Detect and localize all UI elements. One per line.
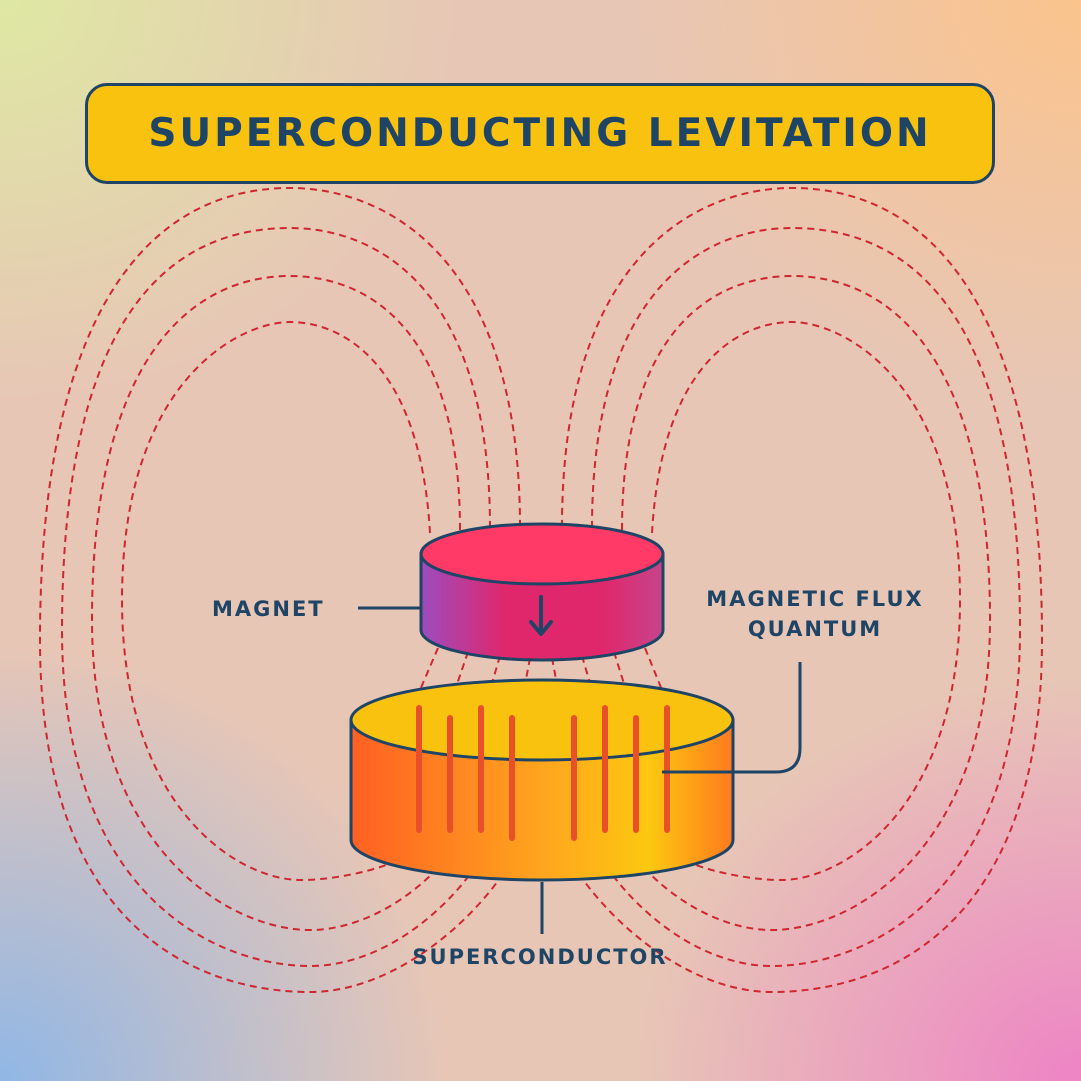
field-line-right-4 [551, 186, 1044, 994]
field-line-gap-8 [644, 647, 663, 691]
field-line-right-3 [581, 226, 1022, 968]
field-line-gap-2 [454, 651, 469, 691]
field-line-right-1 [631, 320, 962, 882]
magnet-top [419, 522, 665, 586]
superconductor-top [349, 678, 735, 762]
magnet-cylinder [419, 522, 665, 662]
field-line-left-2 [90, 274, 471, 932]
diagram-title: SUPERCONDUCTING LEVITATION [148, 111, 932, 156]
superconductor-cylinder [349, 678, 735, 882]
field-line-left-1 [120, 320, 451, 882]
superconductor-label: SUPERCONDUCTOR [412, 945, 668, 969]
magnet-label: MAGNET [212, 597, 325, 621]
field-lines [38, 186, 1044, 994]
flux-tubes [416, 705, 670, 841]
field-line-left-4 [38, 186, 531, 994]
leader-lines [358, 606, 802, 934]
flux-leader [662, 662, 802, 774]
field-line-left-3 [60, 226, 501, 968]
flux-quantum-label: MAGNETIC FLUX QUANTUM [706, 587, 924, 641]
field-line-right-2 [611, 274, 992, 932]
down-arrow-icon [529, 595, 553, 636]
field-line-gap-1 [419, 647, 439, 691]
field-line-gap-7 [613, 651, 627, 691]
title-banner: SUPERCONDUCTING LEVITATION [85, 83, 995, 184]
